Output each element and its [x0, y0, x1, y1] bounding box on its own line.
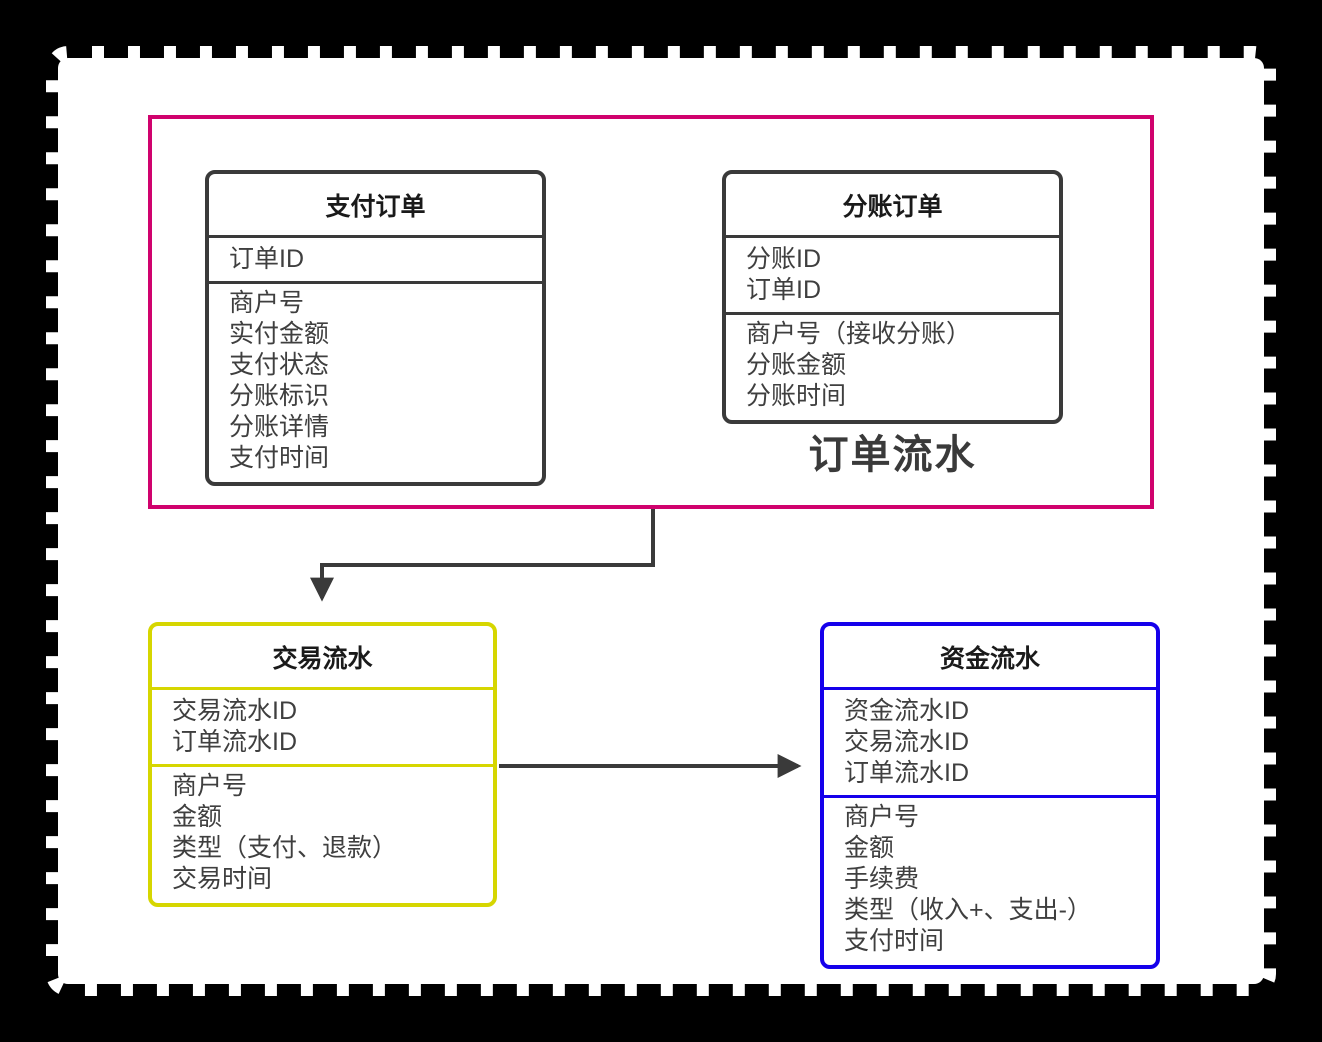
entity-title: 交易流水 [152, 626, 493, 690]
entity-field: 支付状态 [229, 351, 330, 379]
entity-key-field: 资金流水ID [844, 697, 970, 725]
entity-key-field: 交易流水ID [844, 728, 970, 756]
entity-field: 金额 [844, 834, 895, 862]
order-flow-group-frame[interactable] [148, 115, 1154, 509]
entity-key-section: 分账ID 订单ID [726, 238, 1059, 315]
entity-key-field: 订单ID [746, 276, 822, 304]
entity-payment-order[interactable]: 支付订单 订单ID 商户号实付金额支付状态分账标识分账详情支付时间 [205, 170, 546, 486]
order-flow-group-label: 订单流水 [808, 433, 977, 477]
entity-title: 支付订单 [209, 174, 542, 238]
entity-field: 商户号 [844, 803, 920, 831]
connector-orderflow-to-transaction[interactable] [310, 509, 655, 602]
entity-field-section: 商户号金额类型（支付、退款） 交易时间 [152, 767, 493, 903]
entity-field: 实付金额 [229, 320, 330, 348]
entity-field: 分账详情 [229, 413, 330, 441]
entity-field: 分账时间 [746, 382, 847, 410]
entity-field: 分账金额 [746, 351, 847, 379]
entity-field: 分账标识 [229, 382, 330, 410]
entity-field: 支付时间 [844, 927, 945, 955]
entity-transaction-flow[interactable]: 交易流水 交易流水ID 订单流水ID 商户号金额类型（支付、退款） 交易时间 [148, 622, 497, 907]
entity-field: 支付时间 [229, 444, 330, 472]
entity-key-section: 资金流水ID 交易流水ID 订单流水ID [824, 690, 1156, 798]
entity-key-field: 分账ID [746, 245, 822, 273]
entity-field: 商户号 [229, 289, 305, 317]
entity-field: 类型（支付、退款） [172, 834, 398, 862]
entity-title: 资金流水 [824, 626, 1156, 690]
entity-key-field: 订单流水ID [172, 728, 298, 756]
entity-key-field: 订单流水ID [844, 759, 970, 787]
entity-key-section: 订单ID [209, 238, 542, 284]
entity-field: 金额 [172, 803, 223, 831]
entity-field: 交易时间 [172, 865, 273, 893]
entity-title: 分账订单 [726, 174, 1059, 238]
entity-field: 类型（收入+、支出-） [844, 896, 1092, 924]
entity-split-order[interactable]: 分账订单 分账ID 订单ID 商户号（接收分账） 分账金额分账时间 [722, 170, 1063, 424]
entity-field-section: 商户号实付金额支付状态分账标识分账详情支付时间 [209, 284, 542, 482]
entity-key-field: 交易流水ID [172, 697, 298, 725]
entity-field-section: 商户号（接收分账） 分账金额分账时间 [726, 315, 1059, 420]
entity-field: 手续费 [844, 865, 920, 893]
entity-field-section: 商户号金额手续费类型（收入+、支出-） 支付时间 [824, 798, 1156, 965]
entity-field: 商户号（接收分账） [746, 320, 972, 348]
entity-fund-flow[interactable]: 资金流水 资金流水ID 交易流水ID 订单流水ID 商户号金额手续费类型（收入+、支… [820, 622, 1160, 969]
entity-key-field: 订单ID [229, 245, 305, 273]
entity-key-section: 交易流水ID 订单流水ID [152, 690, 493, 767]
entity-field: 商户号 [172, 772, 248, 800]
